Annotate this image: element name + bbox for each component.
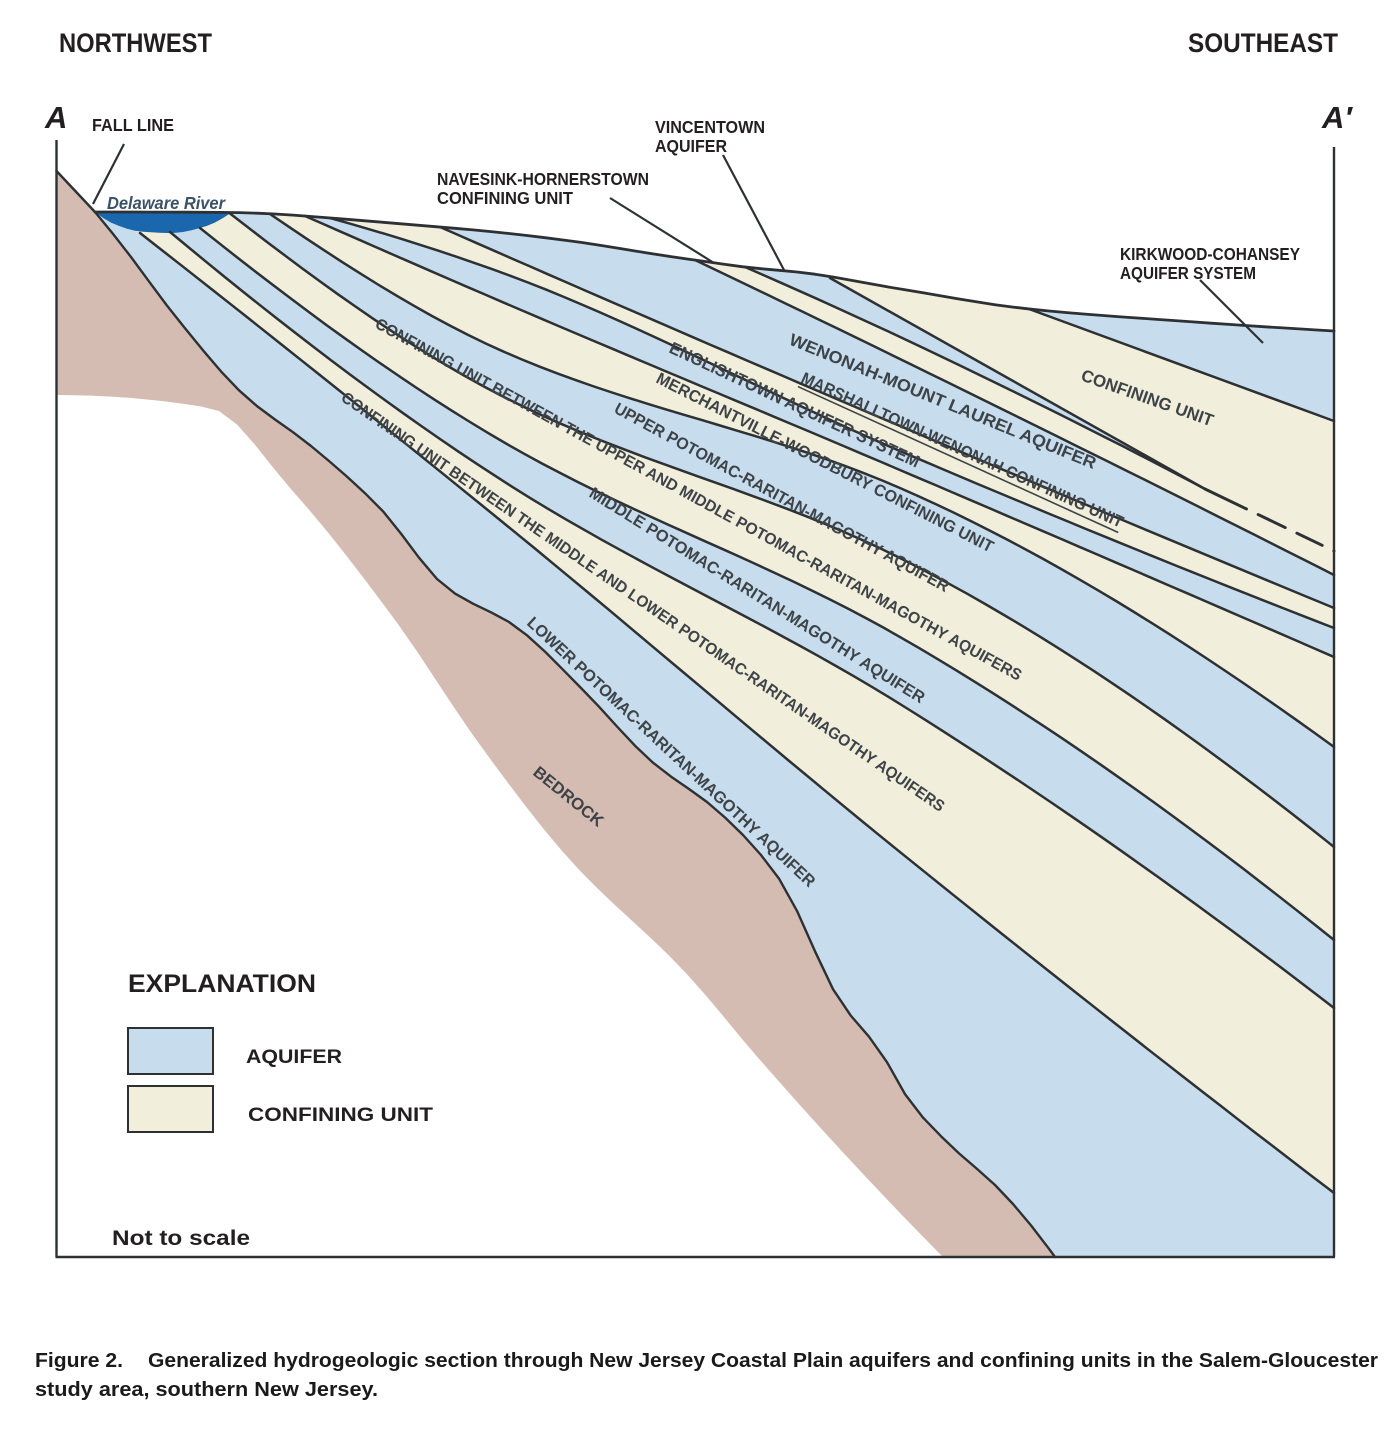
- svg-text:Not to scale: Not to scale: [112, 1227, 250, 1250]
- svg-text:CONFINING UNIT: CONFINING UNIT: [437, 188, 573, 208]
- svg-text:KIRKWOOD-COHANSEY: KIRKWOOD-COHANSEY: [1120, 244, 1300, 264]
- svg-text:A′: A′: [1321, 100, 1353, 135]
- svg-text:AQUIFER: AQUIFER: [246, 1047, 342, 1068]
- svg-text:NAVESINK-HORNERSTOWN: NAVESINK-HORNERSTOWN: [437, 169, 649, 189]
- svg-text:FALL LINE: FALL LINE: [92, 115, 174, 135]
- svg-text:CONFINING UNIT: CONFINING UNIT: [248, 1105, 433, 1126]
- svg-text:AQUIFER: AQUIFER: [655, 136, 727, 156]
- svg-text:SOUTHEAST: SOUTHEAST: [1188, 28, 1338, 58]
- svg-text:A: A: [44, 100, 67, 135]
- svg-text:study area, southern New Jerse: study area, southern New Jersey.: [35, 1379, 378, 1401]
- svg-text:AQUIFER SYSTEM: AQUIFER SYSTEM: [1120, 263, 1256, 283]
- svg-text:NORTHWEST: NORTHWEST: [59, 28, 212, 58]
- svg-text:EXPLANATION: EXPLANATION: [128, 970, 316, 998]
- svg-text:Figure 2.Generalized hydrogeol: Figure 2.Generalized hydrogeologic secti…: [35, 1350, 1378, 1372]
- svg-text:Delaware River: Delaware River: [107, 193, 226, 213]
- svg-text:VINCENTOWN: VINCENTOWN: [655, 117, 765, 137]
